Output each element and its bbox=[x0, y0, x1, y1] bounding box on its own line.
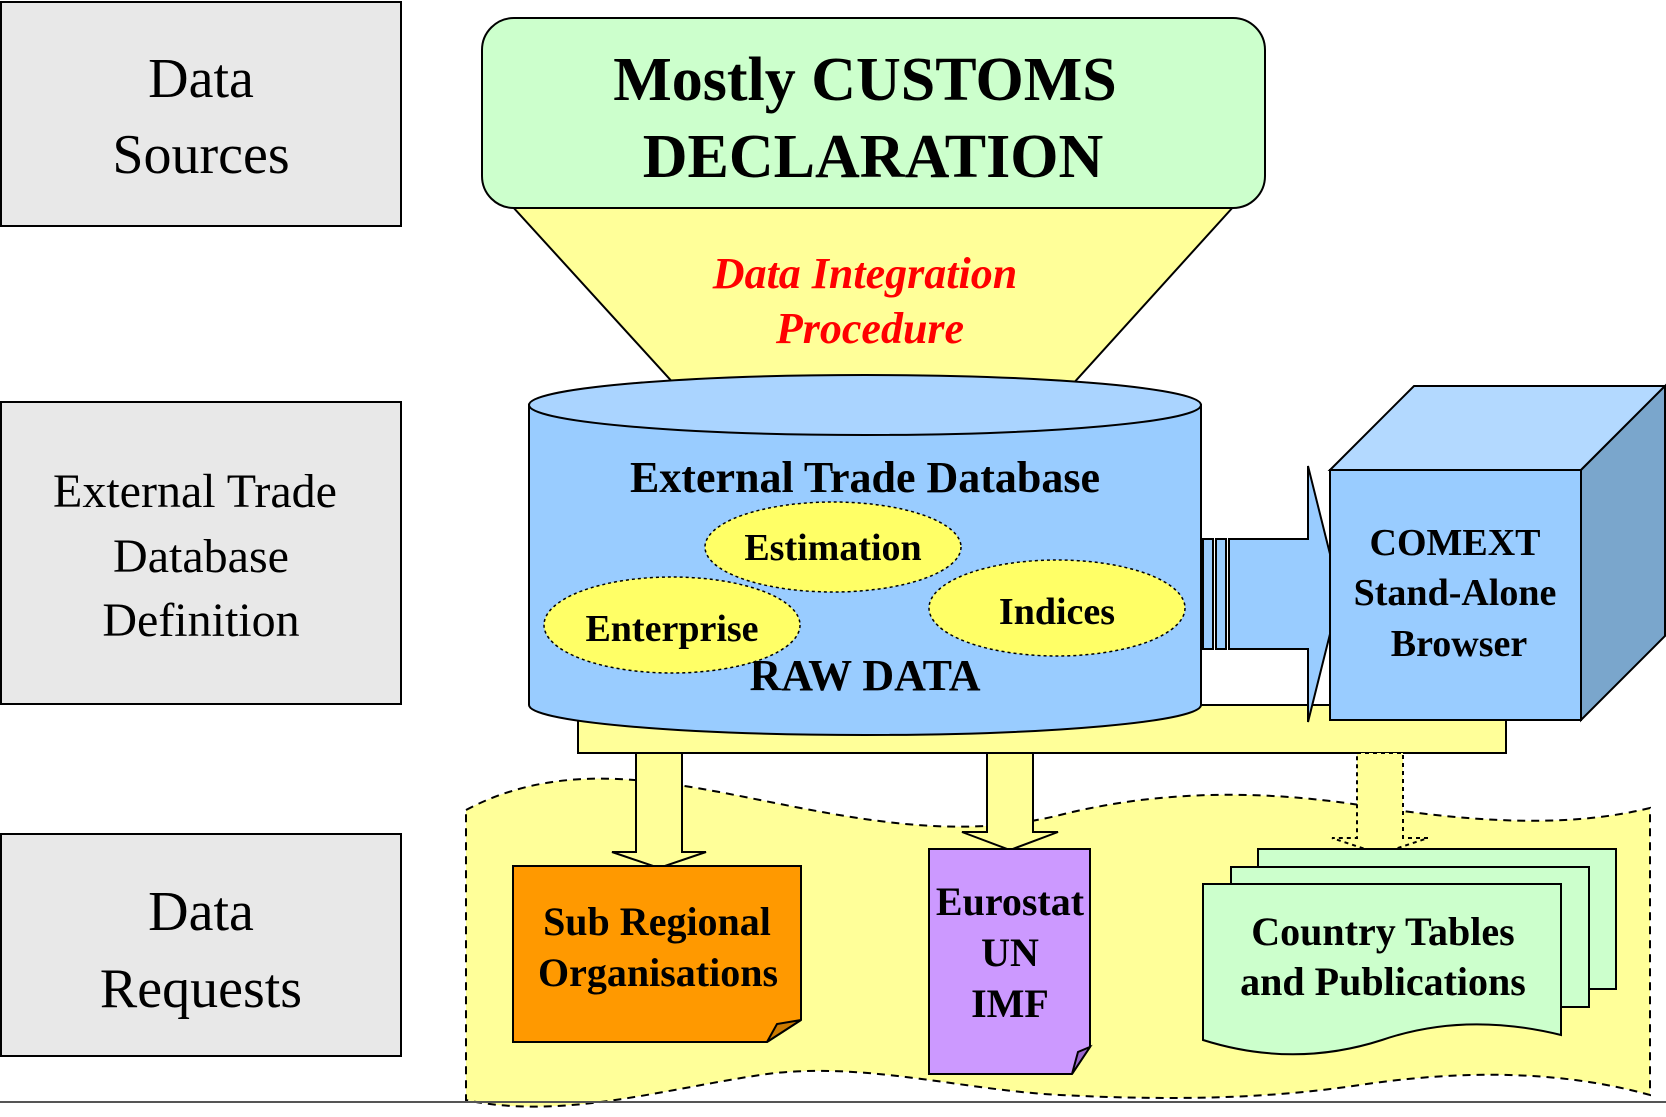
label-definition-line1: External Trade bbox=[53, 465, 337, 518]
bubble-indices bbox=[928, 559, 1186, 657]
country-tables-publications: Country Tables and Publications bbox=[1202, 848, 1617, 1056]
label-requests-line2: Requests bbox=[100, 958, 302, 1020]
label-box-data-requests: Data Requests bbox=[0, 833, 402, 1057]
enterprise-label: Enterprise bbox=[585, 608, 758, 650]
country-line1: Country Tables bbox=[1251, 909, 1514, 954]
bubble-estimation bbox=[704, 501, 962, 593]
label-box-data-sources: Data Sources bbox=[0, 1, 402, 227]
integration-line2: Procedure bbox=[775, 304, 964, 353]
indices-label: Indices bbox=[999, 591, 1115, 633]
international-organisations-note: Eurostat UN IMF bbox=[928, 848, 1093, 1075]
comext-line2: Stand-Alone bbox=[1354, 572, 1557, 614]
sub-regional-line2: Organisations bbox=[538, 950, 778, 995]
comext-line3: Browser bbox=[1391, 623, 1528, 665]
external-trade-database: External Trade Database RAW DATA Estimat… bbox=[528, 374, 1202, 736]
sub-regional-organisations-note: Sub Regional Organisations bbox=[512, 865, 802, 1043]
arrow-to-comext bbox=[1202, 465, 1342, 723]
integration-line1: Data Integration bbox=[712, 249, 1017, 298]
bubble-enterprise bbox=[543, 576, 801, 674]
comext-line1: COMEXT bbox=[1370, 522, 1541, 564]
intl-line2: UN bbox=[981, 930, 1039, 975]
label-sources-line2: Sources bbox=[112, 124, 289, 186]
intl-line1: Eurostat bbox=[936, 879, 1085, 924]
arrow-to-sub-regional bbox=[611, 752, 707, 870]
comext-browser-cube: COMEXT Stand-Alone Browser bbox=[1327, 383, 1666, 723]
customs-line1: Mostly CUSTOMS bbox=[613, 46, 1117, 114]
raw-data-label: RAW DATA bbox=[749, 651, 980, 700]
label-sources-line1: Data bbox=[148, 48, 254, 110]
database-title: External Trade Database bbox=[630, 453, 1100, 502]
estimation-label: Estimation bbox=[744, 527, 921, 569]
label-definition-line2: Database bbox=[113, 530, 289, 583]
label-requests-line1: Data bbox=[148, 881, 254, 943]
label-definition-line3: Definition bbox=[102, 594, 299, 647]
customs-declaration-box bbox=[481, 17, 1266, 209]
label-box-database-definition: External Trade Database Definition bbox=[0, 401, 402, 705]
arrow-to-intl bbox=[961, 752, 1059, 852]
sub-regional-line1: Sub Regional bbox=[543, 899, 771, 944]
country-line2: and Publications bbox=[1240, 959, 1526, 1004]
intl-line3: IMF bbox=[971, 981, 1049, 1026]
customs-line2: DECLARATION bbox=[643, 123, 1103, 191]
arrow-to-country-tables bbox=[1331, 752, 1429, 856]
